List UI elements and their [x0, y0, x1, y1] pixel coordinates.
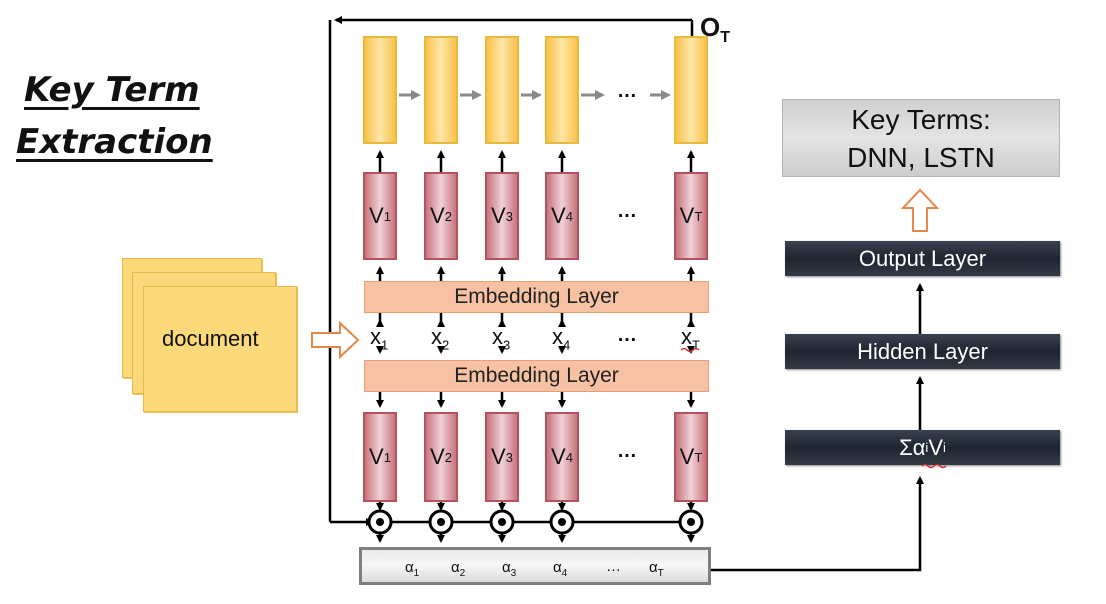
hidden-layer-box: Hidden Layer	[785, 334, 1060, 369]
multiply-node-3	[549, 509, 575, 535]
alpha-T: αT	[649, 559, 664, 579]
key-terms-line-1: Key Terms:	[851, 104, 991, 135]
title-line-1: Key Term	[24, 70, 200, 110]
alpha-3: α3	[502, 559, 517, 579]
multiply-node-4	[678, 509, 704, 535]
output-layer-box: Output Layer	[785, 241, 1060, 276]
title-line-2: Extraction	[16, 122, 213, 162]
multiply-node-dot-3	[558, 518, 566, 526]
multiply-nodes	[367, 509, 704, 535]
document-label: document	[162, 326, 259, 351]
alpha-ellipsis: …	[606, 558, 621, 575]
alpha-2: α2	[451, 559, 466, 579]
multiply-node-1	[428, 509, 454, 535]
embedding-layer-upper: Embedding Layer	[364, 281, 709, 313]
lstm-cell-2	[424, 36, 458, 144]
document-page-front	[143, 286, 297, 412]
attention-weights-bar	[359, 547, 711, 585]
multiply-node-0	[367, 509, 393, 535]
output-to-keyterms-arrow	[900, 188, 940, 232]
multiply-node-dot-1	[437, 518, 445, 526]
multiply-node-dot-4	[687, 518, 695, 526]
multiply-node-dot-0	[376, 518, 384, 526]
x-ellipsis: …	[617, 324, 637, 346]
x-2: x2	[431, 324, 450, 353]
multiply-node-dot-2	[498, 518, 506, 526]
alpha-to-sum-connector	[711, 476, 924, 572]
multiply-node-2	[489, 509, 515, 535]
alpha-1: α1	[405, 559, 420, 579]
embedding-layer-lower: Embedding Layer	[364, 360, 709, 392]
output-OT-label: OT	[700, 12, 731, 47]
alpha-4: α4	[553, 559, 568, 579]
lower-v-ellipsis: …	[617, 440, 637, 462]
x-T: xT	[681, 324, 700, 353]
lstm-cell-1	[363, 36, 397, 144]
lstm-cell-T	[674, 36, 708, 144]
x-3: x3	[492, 324, 511, 353]
lstm-ellipsis: …	[617, 80, 637, 102]
x-4: x4	[552, 324, 571, 353]
document-arrow	[311, 320, 360, 360]
key-terms-box: Key Terms: DNN, LSTN	[782, 99, 1060, 177]
upper-v-ellipsis: …	[617, 200, 637, 222]
lstm-cell-4	[545, 36, 579, 144]
x-1: x1	[370, 324, 389, 353]
key-terms-line-2: DNN, LSTN	[847, 142, 995, 173]
lstm-cell-3	[485, 36, 519, 144]
